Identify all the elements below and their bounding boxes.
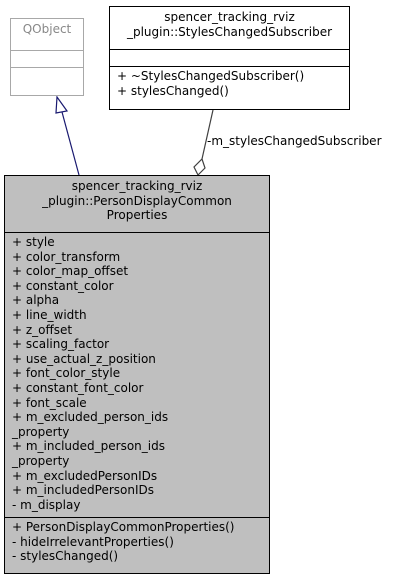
class-title-line: Properties — [106, 208, 168, 223]
class-attribute: + color_transform — [12, 249, 121, 264]
class-method: + stylesChanged() — [117, 83, 229, 98]
class-styles-changed-subscriber[interactable]: spencer_tracking_rviz_plugin::StylesChan… — [109, 6, 350, 110]
composition-label: -m_stylesChangedSubscriber — [207, 134, 382, 148]
class-attributes — [110, 49, 349, 66]
class-attribute: + font_scale — [12, 395, 87, 410]
class-title-line: _plugin::StylesChangedSubscriber — [126, 24, 333, 39]
class-attribute: - m_display — [12, 497, 81, 512]
class-qobject[interactable]: QObject — [10, 18, 84, 96]
class-attributes: + style+ color_transform+ color_map_offs… — [5, 232, 269, 517]
class-methods — [11, 67, 83, 89]
class-attribute: + alpha — [12, 293, 60, 308]
class-attribute: + line_width — [12, 307, 87, 322]
class-attribute: _property — [12, 424, 70, 439]
class-method: - stylesChanged() — [12, 549, 119, 564]
inheritance-edge — [61, 111, 80, 176]
class-attribute: + m_excludedPersonIDs — [12, 468, 158, 483]
class-title: spencer_tracking_rviz_plugin::StylesChan… — [110, 7, 349, 49]
class-attribute: + constant_color — [12, 278, 114, 293]
class-attribute: + color_map_offset — [12, 264, 129, 279]
class-methods: + ~StylesChangedSubscriber()+ stylesChan… — [110, 66, 349, 101]
class-method: + ~StylesChangedSubscriber() — [117, 69, 305, 83]
class-attribute: + use_actual_z_position — [12, 351, 156, 366]
class-methods: + PersonDisplayCommonProperties()- hideI… — [5, 517, 269, 567]
class-attribute: _property — [12, 453, 70, 468]
class-attribute: + constant_font_color — [12, 380, 144, 395]
class-attribute: + m_includedPersonIDs — [12, 483, 155, 498]
class-title-line: spencer_tracking_rviz — [71, 179, 203, 193]
class-title: QObject — [11, 19, 83, 50]
composition-edge — [201, 109, 214, 160]
composition-diamond — [193, 157, 206, 177]
class-attribute: + style — [12, 235, 55, 249]
class-title: spencer_tracking_rviz_plugin::PersonDisp… — [5, 176, 269, 232]
class-attribute: + z_offset — [12, 322, 73, 337]
class-title-line: spencer_tracking_rviz — [164, 10, 295, 24]
class-person-display-common-properties[interactable]: spencer_tracking_rviz_plugin::PersonDisp… — [4, 175, 270, 574]
inheritance-arrowhead — [55, 95, 69, 114]
class-method: + PersonDisplayCommonProperties() — [12, 520, 235, 534]
class-attribute: + m_included_person_ids — [12, 439, 165, 454]
class-attribute: + font_color_style — [12, 366, 121, 381]
class-attributes — [11, 50, 83, 67]
class-method: - hideIrrelevantProperties() — [12, 534, 174, 549]
class-title-line: _plugin::PersonDisplayCommon — [42, 193, 232, 208]
class-title-line: QObject — [22, 22, 72, 36]
class-attribute: + scaling_factor — [12, 337, 110, 352]
class-attribute: + m_excluded_person_ids — [12, 410, 169, 425]
